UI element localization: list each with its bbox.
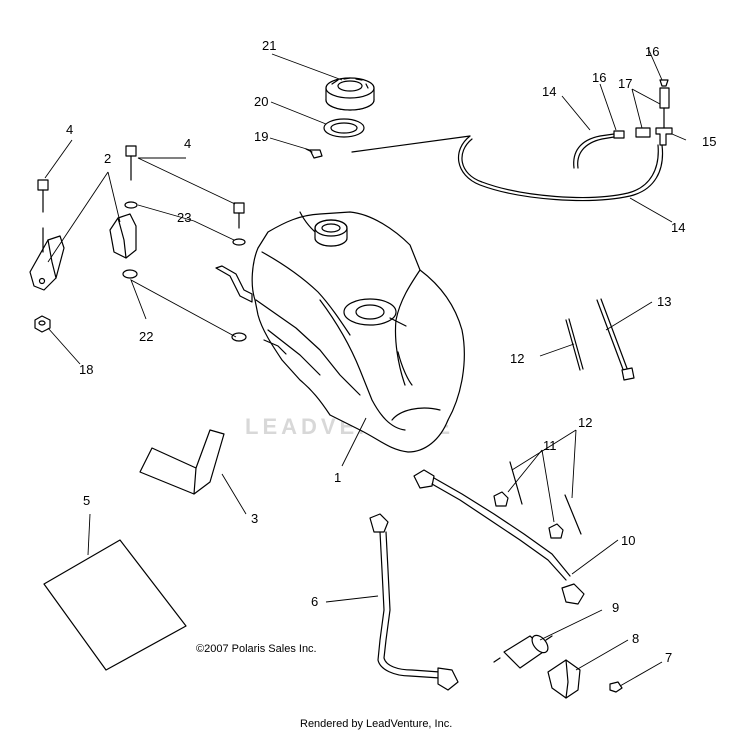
fuel-tank[interactable] xyxy=(215,211,465,453)
callout-1: 1 xyxy=(334,470,341,485)
callout-3: 3 xyxy=(251,511,258,526)
fuel-line[interactable] xyxy=(369,513,459,691)
mount-bracket-right[interactable] xyxy=(109,213,137,259)
callout-21: 21 xyxy=(262,38,276,53)
washer-upper[interactable] xyxy=(124,201,246,246)
bolt-right[interactable] xyxy=(233,202,245,229)
fuel-cap[interactable] xyxy=(325,77,375,111)
callout-16-right: 16 xyxy=(645,44,659,59)
callout-4-right: 4 xyxy=(184,136,191,151)
callout-14-top: 14 xyxy=(542,84,556,99)
callout-labels: 21 20 19 16 16 17 14 15 14 4 4 2 23 22 1… xyxy=(66,38,716,665)
cable-tie-long[interactable] xyxy=(596,298,635,381)
callout-14-bottom: 14 xyxy=(671,220,685,235)
callout-15: 15 xyxy=(702,134,716,149)
decal-sheet[interactable] xyxy=(43,539,187,671)
footer-credit: Rendered by LeadVenture, Inc. xyxy=(300,718,452,730)
callout-4-left: 4 xyxy=(66,122,73,137)
callout-5: 5 xyxy=(83,493,90,508)
callout-11: 11 xyxy=(543,438,557,453)
cable-ties-short[interactable] xyxy=(509,318,584,535)
callout-12-lower: 12 xyxy=(578,415,592,430)
bracket-screw[interactable] xyxy=(609,681,623,693)
hex-nut[interactable] xyxy=(34,315,51,333)
callout-16-left: 16 xyxy=(592,70,606,85)
callout-13: 13 xyxy=(657,294,671,309)
callout-23: 23 xyxy=(177,210,191,225)
callout-7: 7 xyxy=(665,650,672,665)
vent-hose-assembly[interactable] xyxy=(351,79,673,202)
grommet[interactable] xyxy=(122,269,247,342)
tank-pad[interactable] xyxy=(139,429,225,495)
vent-fitting[interactable] xyxy=(305,148,323,159)
bolt-middle[interactable] xyxy=(125,145,137,181)
callout-8: 8 xyxy=(632,631,639,646)
clip-nuts[interactable] xyxy=(493,491,564,539)
callout-9: 9 xyxy=(612,600,619,615)
mount-bracket-left[interactable] xyxy=(29,235,65,291)
bolt-left[interactable] xyxy=(37,179,49,253)
fuel-hose[interactable] xyxy=(413,469,585,605)
callout-22: 22 xyxy=(139,329,153,344)
callout-12-upper: 12 xyxy=(510,351,524,366)
callout-19: 19 xyxy=(254,129,268,144)
callout-17: 17 xyxy=(618,76,632,91)
callout-20: 20 xyxy=(254,94,268,109)
leader-lines xyxy=(44,47,687,687)
copyright-note: ©2007 Polaris Sales Inc. xyxy=(196,643,317,655)
filter-bracket[interactable] xyxy=(547,659,581,699)
callout-6: 6 xyxy=(311,594,318,609)
fuel-filter[interactable] xyxy=(493,632,553,669)
cap-gasket[interactable] xyxy=(323,118,365,138)
callout-10: 10 xyxy=(621,533,635,548)
callout-18: 18 xyxy=(79,362,93,377)
callout-2: 2 xyxy=(104,151,111,166)
